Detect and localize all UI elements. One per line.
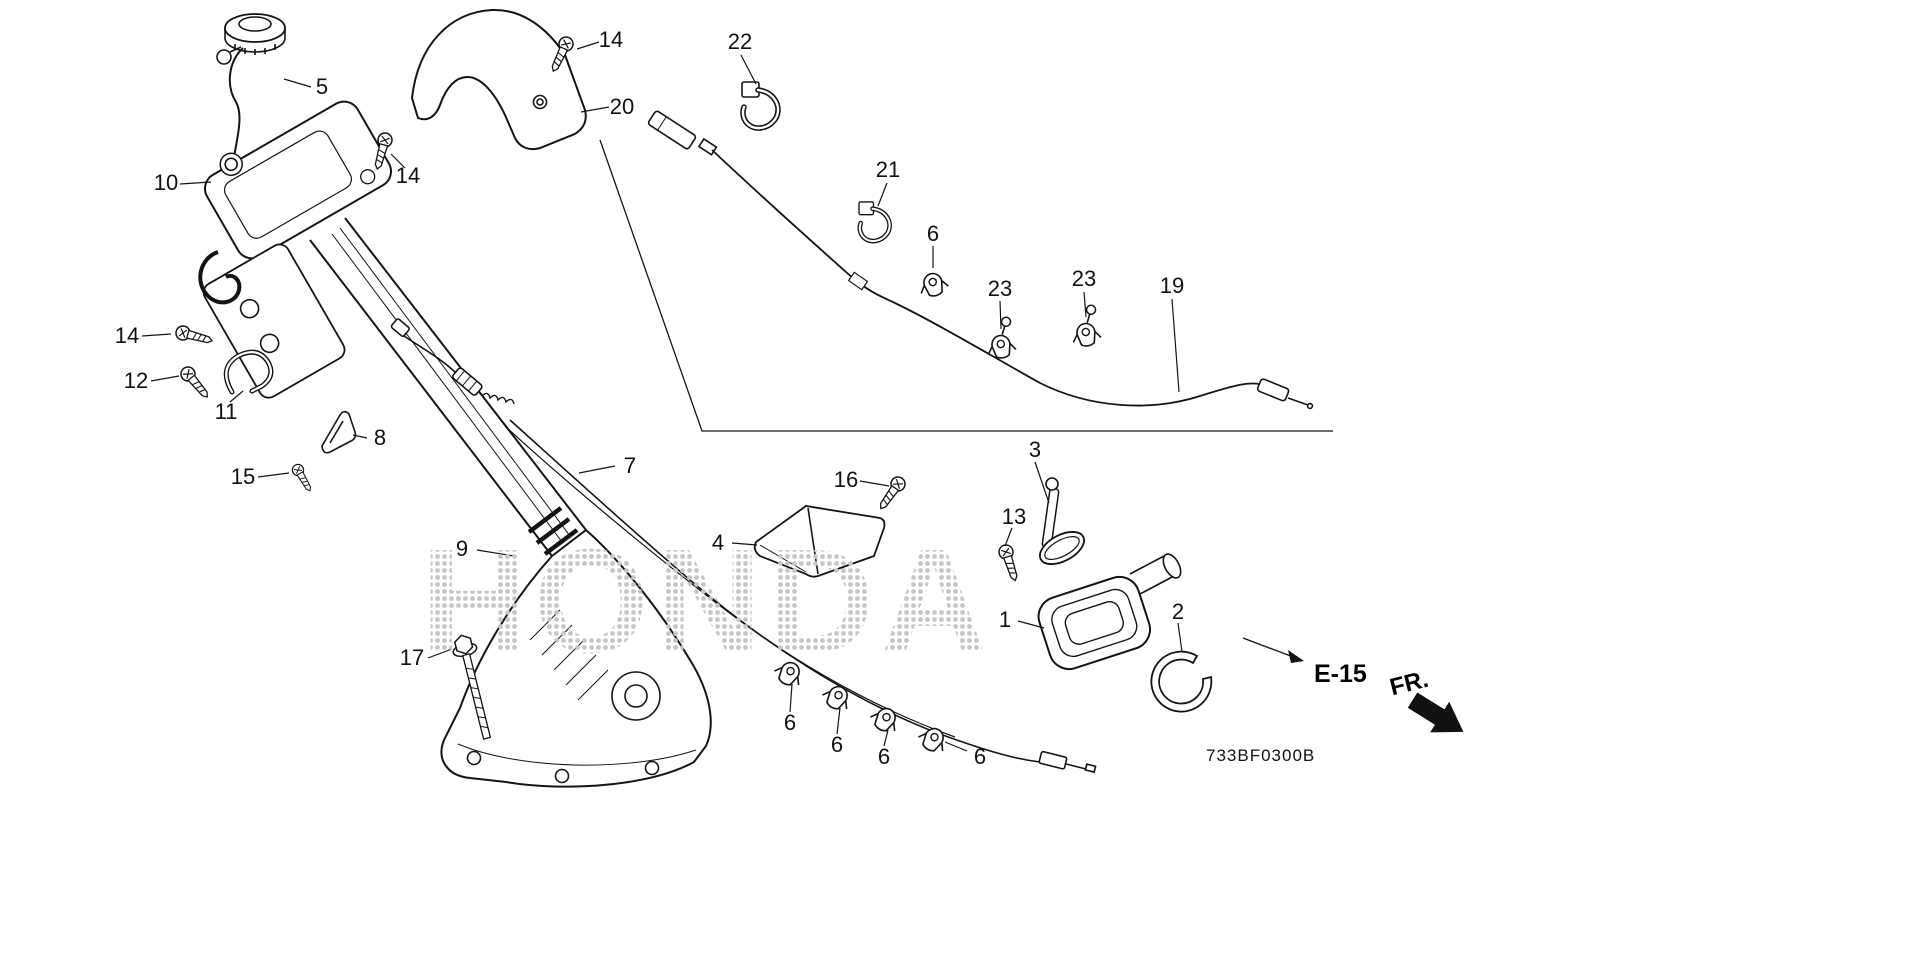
honda-watermark: HONDA [421, 519, 994, 684]
fuel-tank-part-10 [204, 100, 392, 260]
cable-clamp-part-6-b4 [914, 721, 952, 758]
part-callout-16: 16 [833, 467, 859, 492]
part-callout-7: 7 [623, 453, 637, 478]
screw-part-16 [874, 473, 909, 514]
section-boundary-line [599, 139, 1333, 432]
part-callout-23: 23 [1071, 266, 1097, 291]
handle-cover-part-20 [410, 8, 587, 151]
part-callout-2: 2 [1171, 599, 1185, 624]
wire-guide-part-8 [321, 410, 357, 454]
flange-bolt-part-17 [452, 634, 492, 740]
screw-part-14-left [173, 323, 215, 349]
section-ref-label: E-15 [1314, 660, 1367, 688]
part-callout-21: 21 [875, 157, 901, 182]
part-callout-19: 19 [1159, 273, 1185, 298]
front-direction-arrow [1407, 692, 1464, 733]
throttle-cable-part-7 [390, 318, 1097, 774]
hook-part [198, 250, 242, 305]
part-callout-14: 14 [395, 163, 421, 188]
cover-plate-part-4 [753, 505, 886, 578]
part-callout-17: 17 [399, 645, 425, 670]
cable-clamp-part-6-b2 [818, 679, 856, 716]
cable-clamp-part-23-b [1068, 304, 1102, 348]
handle-bracket-part [202, 243, 346, 399]
rod-and-ring-part-3 [1039, 477, 1085, 565]
part-callout-4: 4 [711, 530, 725, 555]
part-callout-14: 14 [598, 27, 624, 52]
part-callout-6: 6 [830, 732, 844, 757]
cable-clamp-part-6-top [916, 269, 951, 300]
part-callout-13: 13 [1001, 504, 1027, 529]
part-callout-1: 1 [998, 607, 1012, 632]
leader-lines [141, 41, 1183, 752]
part-callout-9: 9 [455, 536, 469, 561]
section-reference-arrow [1242, 637, 1304, 663]
diagram-part-code: 733BF0300B [1206, 746, 1316, 765]
rubber-boot-part-1 [1037, 553, 1182, 671]
part-callout-5: 5 [315, 74, 329, 99]
screw-part-13 [996, 542, 1023, 584]
part-callout-11: 11 [214, 399, 238, 424]
screw-part-12 [177, 363, 214, 403]
lower-housing-part-9 [440, 528, 712, 788]
part-callout-3: 3 [1028, 437, 1042, 462]
wire-clip-part-22 [742, 82, 778, 128]
part-callout-10: 10 [153, 170, 179, 195]
clamp-band-part-11 [223, 349, 274, 395]
part-callout-14: 14 [114, 323, 140, 348]
part-callout-8: 8 [373, 425, 387, 450]
part-callout-23: 23 [987, 276, 1013, 301]
control-cable-part-19 [647, 110, 1314, 410]
part-callout-12: 12 [123, 368, 149, 393]
part-callout-15: 15 [230, 464, 256, 489]
fuel-cap-part-5 [216, 13, 286, 159]
part-callout-6: 6 [783, 710, 797, 735]
part-callout-20: 20 [609, 94, 635, 119]
part-callout-22: 22 [727, 29, 753, 54]
handle-shaft [309, 217, 587, 557]
band-clamp-part-2 [1150, 650, 1213, 713]
wire-clip-part-21 [859, 202, 890, 241]
part-callout-6: 6 [877, 744, 891, 769]
part-callout-6: 6 [973, 744, 987, 769]
screw-part-15 [289, 461, 316, 495]
part-callout-6: 6 [926, 221, 940, 246]
